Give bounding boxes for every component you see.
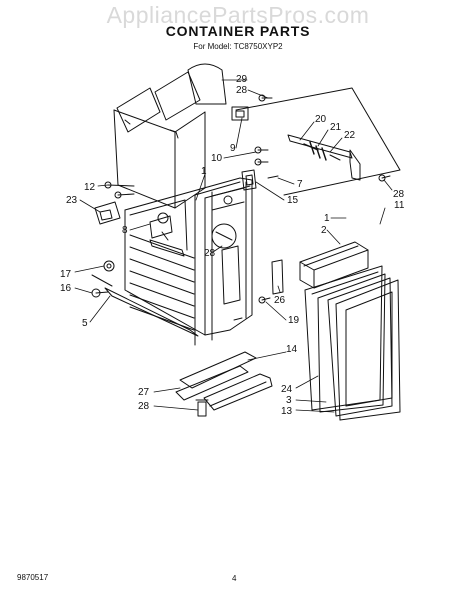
tie-bracket [187,63,227,105]
page-number: 4 [232,574,237,583]
callout-29: 29 [236,74,248,85]
callout-24: 24 [281,384,293,395]
page-title: CONTAINER PARTS [165,23,311,39]
callout-2: 2 [321,225,327,236]
watermark: AppliancePartsPros.com [106,2,370,28]
callout-20: 20 [315,114,327,125]
callout-labels: 29 28 9 10 1 20 21 22 7 15 12 23 8 28 28… [60,74,405,417]
callout-1-top: 1 [201,166,207,177]
callout-19: 19 [288,315,300,326]
callout-28-mid: 28 [204,248,216,259]
bottom-handle [175,351,273,417]
callout-11: 11 [394,200,405,211]
callout-3: 3 [286,395,292,406]
callout-27: 27 [138,387,150,398]
container-bag [113,71,206,209]
callout-23: 23 [66,195,78,206]
callout-17: 17 [60,269,72,280]
door-top-trim [299,241,369,289]
callout-13: 13 [281,406,293,417]
callout-28-top: 28 [236,85,248,96]
callout-28-right: 28 [393,189,405,200]
container-frame [124,177,253,346]
callout-22: 22 [344,130,356,141]
callout-26: 26 [274,295,286,306]
callout-28-bottom: 28 [138,401,150,412]
callout-21: 21 [330,122,342,133]
callout-16: 16 [60,283,72,294]
model-line: For Model: TC8750XYP2 [193,42,283,51]
side-trim [258,259,284,304]
drawer-slide-assembly [235,87,401,196]
callout-15: 15 [287,195,299,206]
callout-1-right: 1 [324,213,330,224]
leader-lines [74,79,393,413]
upper-hardware [231,94,273,166]
side-bracket [241,169,279,191]
callout-7: 7 [297,179,303,190]
callout-8: 8 [122,225,128,236]
callout-14: 14 [286,344,298,355]
callout-9: 9 [230,143,236,154]
callout-5: 5 [82,318,88,329]
document-number: 9870517 [17,573,49,582]
callout-10: 10 [211,153,223,164]
callout-12: 12 [84,182,96,193]
door-panel [304,265,401,421]
